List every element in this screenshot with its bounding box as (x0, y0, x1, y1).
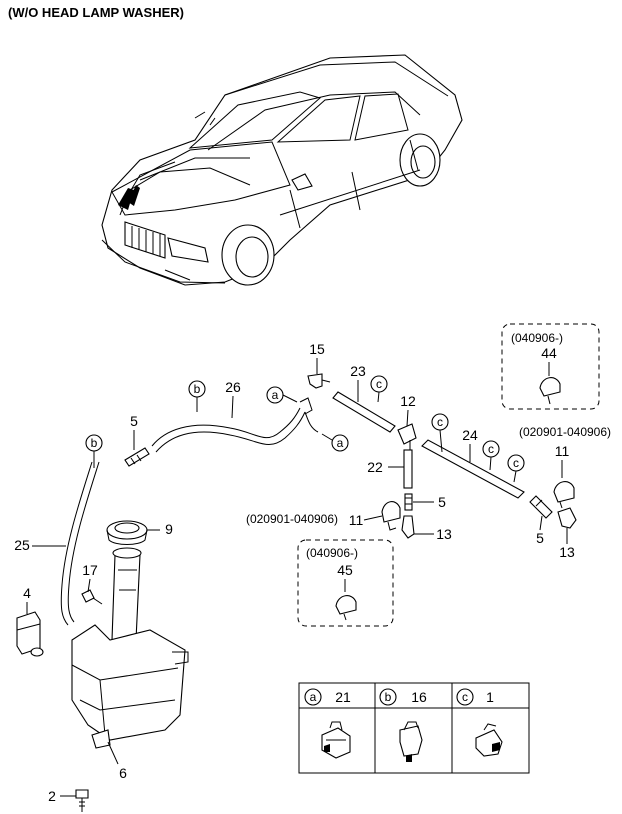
reservoir-cap-9 (106, 520, 148, 545)
letter-c-4: c (507, 454, 525, 472)
elbow-13-right (557, 507, 577, 529)
connector-5-center (404, 493, 413, 511)
callout-4: 4 (23, 585, 31, 601)
callout-15: 15 (309, 341, 325, 357)
nozzle-11-center (381, 501, 401, 531)
callout-2: 2 (48, 788, 56, 804)
svg-text:c: c (376, 377, 382, 391)
hose-23 (332, 391, 396, 433)
clip-1-icon (475, 723, 503, 757)
svg-text:b: b (91, 436, 98, 450)
hose-26 (151, 397, 319, 453)
callout-5-right: 5 (536, 530, 544, 546)
elbow-13-center (401, 515, 415, 539)
clip-21-icon (321, 721, 351, 759)
connector-15 (307, 373, 331, 389)
bolt-17 (81, 589, 103, 605)
date-note-right: (020901-040906) (519, 425, 611, 439)
callout-5-left: 5 (130, 413, 138, 429)
callout-24: 24 (462, 427, 478, 443)
legend-cell-a: a 21 (304, 688, 351, 759)
svg-text:c: c (462, 690, 468, 704)
callout-9: 9 (165, 521, 173, 537)
hose-22 (403, 449, 413, 489)
hose-24 (421, 439, 525, 499)
letter-c-1: c (370, 375, 388, 393)
nozzle-44 (539, 377, 561, 405)
bolt-2 (75, 789, 89, 812)
nozzle-45 (335, 595, 357, 621)
hose-25 (60, 461, 100, 626)
callout-11-right: 11 (555, 443, 570, 459)
legend-number-21: 21 (335, 689, 351, 705)
callout-5-center: 5 (438, 494, 446, 510)
letter-a-top: a (266, 386, 284, 404)
diagram-title: (W/O HEAD LAMP WASHER) (8, 5, 184, 20)
date-note-44: (040906-) (511, 331, 563, 345)
car-illustration (101, 54, 463, 286)
callout-44: 44 (541, 345, 557, 361)
connector-5-right (529, 495, 553, 519)
letter-c-3: c (482, 440, 500, 458)
svg-text:b: b (385, 690, 392, 704)
svg-text:a: a (337, 436, 344, 450)
callout-25: 25 (14, 537, 30, 553)
washer-reservoir-6 (71, 547, 189, 749)
clip-16-icon (399, 721, 423, 762)
callout-26: 26 (225, 379, 241, 395)
callout-22: 22 (367, 459, 383, 475)
nozzle-11-right (553, 481, 575, 509)
option-box-45 (297, 539, 394, 627)
legend-cell-b: b 16 (379, 688, 427, 762)
callout-12: 12 (400, 393, 416, 409)
svg-text:c: c (488, 442, 494, 456)
letter-c-2: c (431, 413, 449, 431)
callout-13-center: 13 (436, 526, 452, 542)
callout-17: 17 (82, 562, 98, 578)
legend-number-1: 1 (486, 689, 494, 705)
date-note-45: (040906-) (306, 546, 358, 560)
callout-11-center: 11 (349, 512, 364, 528)
callout-6: 6 (119, 765, 127, 781)
svg-text:a: a (310, 690, 317, 704)
tee-connector-12 (397, 423, 417, 450)
connector-5-left (124, 447, 150, 467)
svg-text:a: a (272, 388, 279, 402)
date-note-left: (020901-040906) (246, 512, 338, 526)
legend-cell-c: c 1 (456, 688, 503, 757)
callout-45: 45 (337, 562, 353, 578)
legend-table: a 21 b 16 c 1 (298, 682, 530, 774)
callout-13-right: 13 (559, 544, 575, 560)
svg-text:b: b (194, 382, 201, 396)
letter-b-top: b (188, 380, 206, 398)
svg-text:c: c (513, 456, 519, 470)
legend-number-16: 16 (411, 689, 427, 705)
svg-text:c: c (437, 415, 443, 429)
callout-23: 23 (350, 363, 366, 379)
washer-pump-4 (16, 611, 44, 657)
option-box-44 (501, 323, 600, 410)
letter-a-lower: a (331, 434, 349, 452)
letter-b-left: b (85, 434, 103, 452)
